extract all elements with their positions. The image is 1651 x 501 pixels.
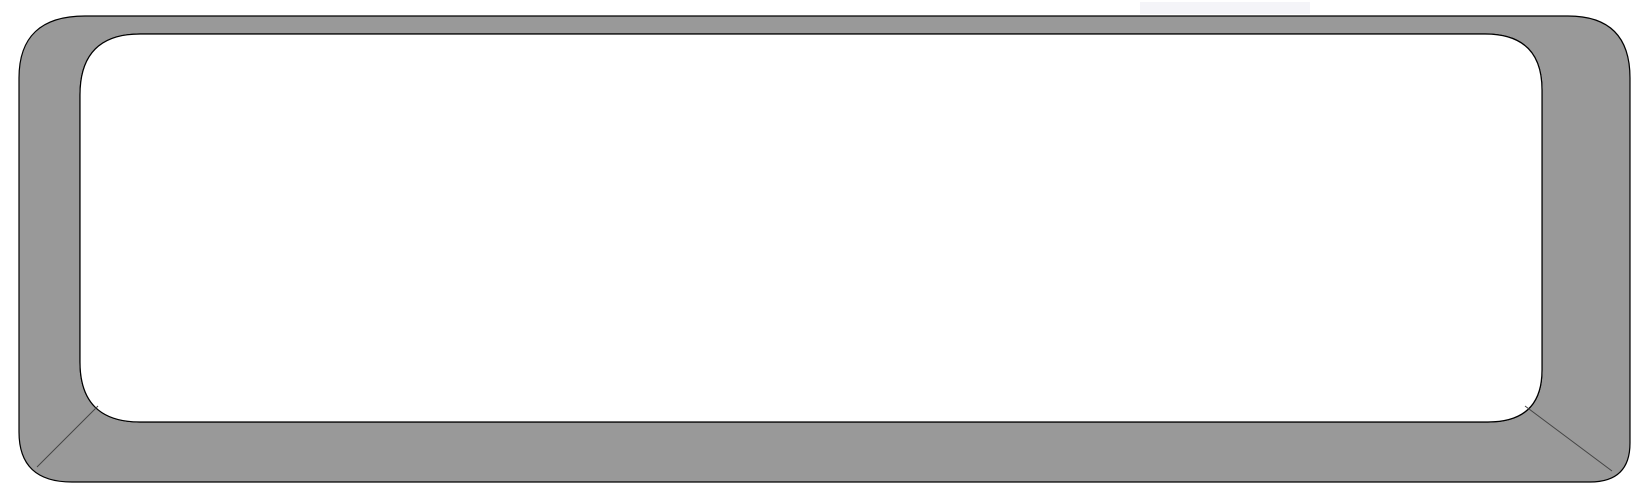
bevel-line-bottom-right [1524,405,1613,472]
inner-screen [79,33,1543,423]
top-edge-highlight [1140,2,1310,14]
bevel-line-bottom-left [36,405,99,468]
